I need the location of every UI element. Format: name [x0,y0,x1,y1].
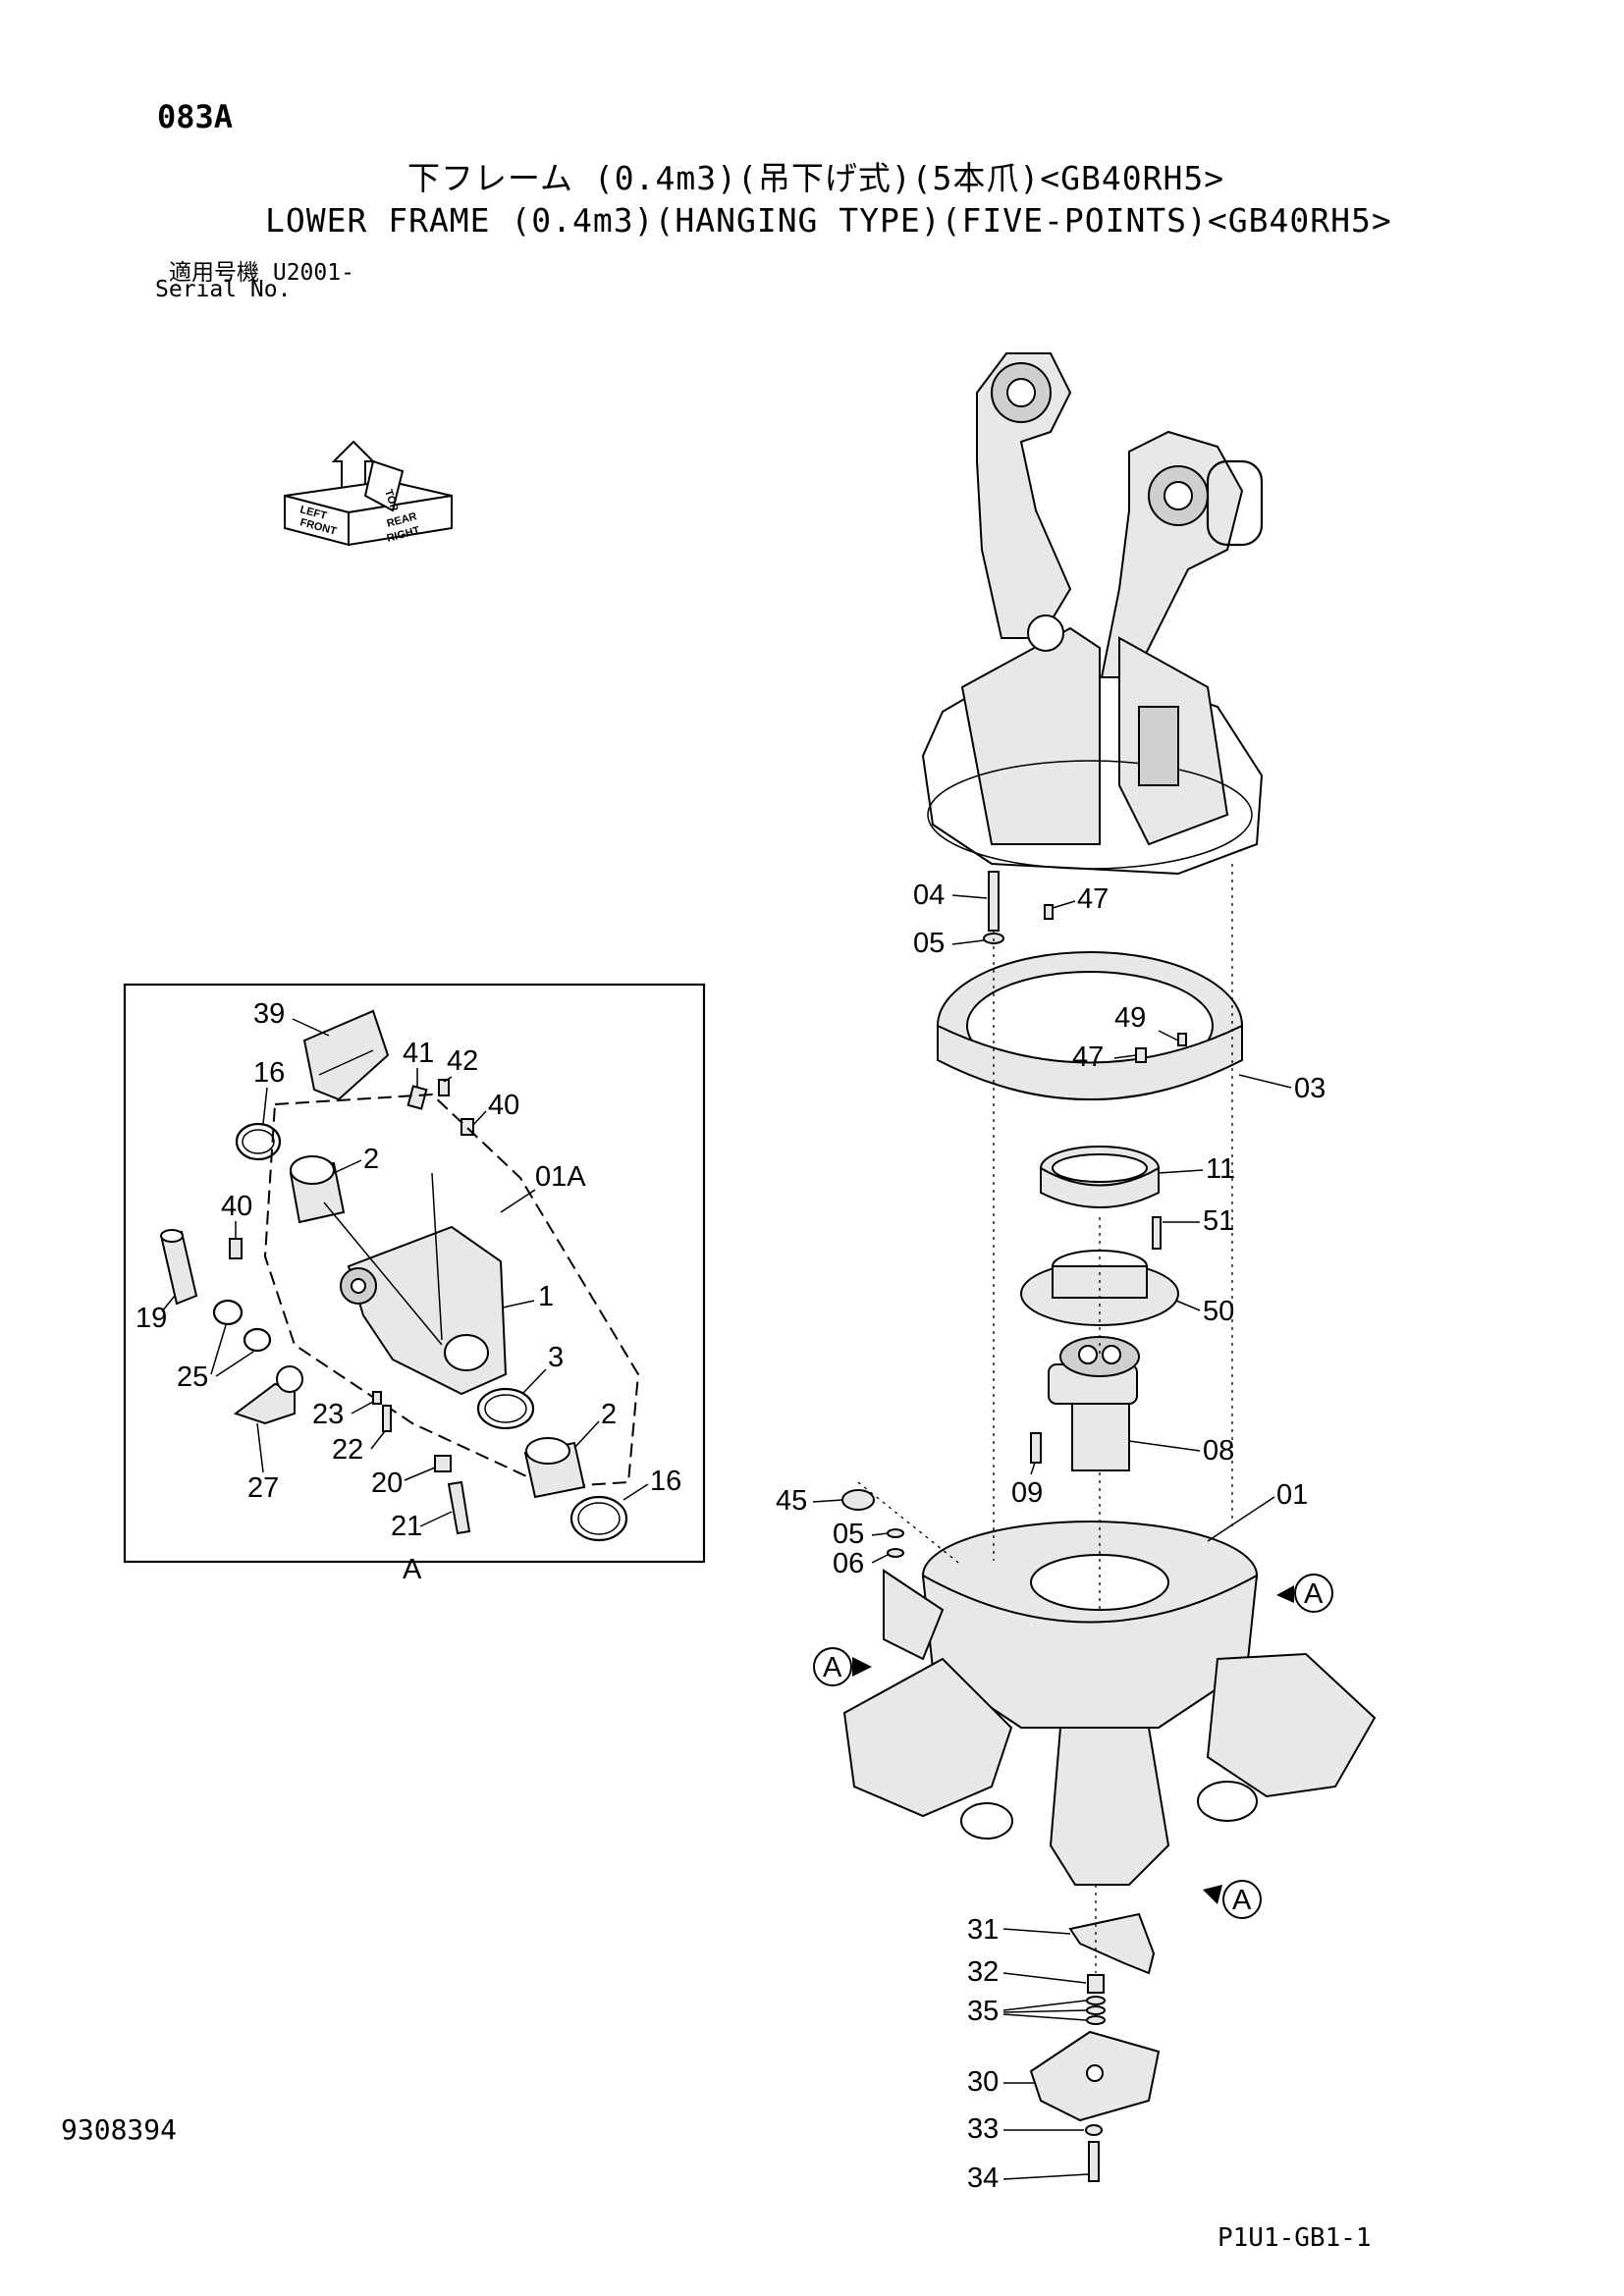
callout-01A: 01A [535,1161,586,1193]
detail-view-label: A [403,1554,422,1585]
title-japanese: 下フレーム (0.4m3)(吊下げ式)(5本爪)<GB40RH5> [407,159,1225,197]
callout-40-lower: 40 [221,1191,252,1222]
callout-23: 23 [312,1399,344,1430]
orientation-cube-icon: TOP FRONT LEFT RIGHT REAR [284,440,453,547]
callout-04: 04 [913,880,945,911]
callout-22: 22 [332,1434,363,1466]
callout-05-upper: 05 [913,928,945,959]
serial-label-japanese: 適用号機 U2001- [169,260,354,286]
detail-callouts: 39 41 42 16 40 2 01A 40 19 1 25 3 23 22 … [135,998,681,1542]
view-a-marker-bottom-label: A [1232,1885,1252,1916]
callout-41: 41 [403,1038,434,1069]
callout-27: 27 [247,1472,279,1504]
callout-2-lower: 2 [601,1399,617,1430]
callout-47-upper: 47 [1077,883,1109,915]
serial-label-english: Serial No. [155,277,292,302]
callout-25: 25 [177,1362,208,1393]
callout-21: 21 [391,1511,422,1542]
callout-2-upper: 2 [363,1144,379,1175]
callout-20: 20 [371,1468,403,1499]
view-a-marker-right-label: A [1304,1578,1324,1610]
callout-01: 01 [1276,1479,1308,1511]
callout-31: 31 [967,1914,999,1946]
callout-34: 34 [967,2163,999,2194]
callout-42: 42 [447,1045,478,1077]
main-view-parts [841,352,1377,2182]
page-code: 083A [157,98,234,135]
main-callouts: 04 47 05 49 47 03 11 51 50 08 09 45 01 0… [776,880,1333,2194]
callout-39: 39 [253,998,285,1030]
callout-35: 35 [967,1996,999,2027]
assembly-guide-lines [857,864,1233,1973]
callout-47-lower: 47 [1072,1041,1104,1073]
callout-40-upper: 40 [488,1090,519,1121]
callout-50: 50 [1203,1296,1234,1327]
document-number: 9308394 [61,2113,178,2146]
view-a-marker-right [1294,1574,1333,1613]
title-english: LOWER FRAME (0.4m3)(HANGING TYPE)(FIVE-P… [265,201,1392,240]
callout-08: 08 [1203,1435,1234,1467]
view-a-marker-bottom [1222,1880,1262,1919]
callout-09: 09 [1011,1477,1043,1509]
callout-45: 45 [776,1485,807,1517]
callout-32: 32 [967,1956,999,1988]
callout-16-lower: 16 [650,1466,681,1497]
page-reference: P1U1-GB1-1 [1218,2223,1372,2253]
callout-16-upper: 16 [253,1057,285,1089]
callout-49: 49 [1114,1002,1146,1034]
callout-19: 19 [135,1303,167,1334]
callout-06: 06 [833,1548,864,1579]
detail-view-frame [123,983,706,1564]
view-a-marker-left [813,1647,852,1686]
callout-03: 03 [1294,1073,1326,1104]
callout-51: 51 [1203,1205,1234,1237]
callout-3: 3 [548,1342,564,1373]
callout-1: 1 [538,1281,554,1312]
callout-11: 11 [1206,1153,1235,1185]
detail-view-parts [160,1009,640,1542]
view-a-marker-left-label: A [823,1652,842,1683]
callout-05-lower: 05 [833,1519,864,1550]
callout-33: 33 [967,2113,999,2145]
callout-30: 30 [967,2066,999,2098]
